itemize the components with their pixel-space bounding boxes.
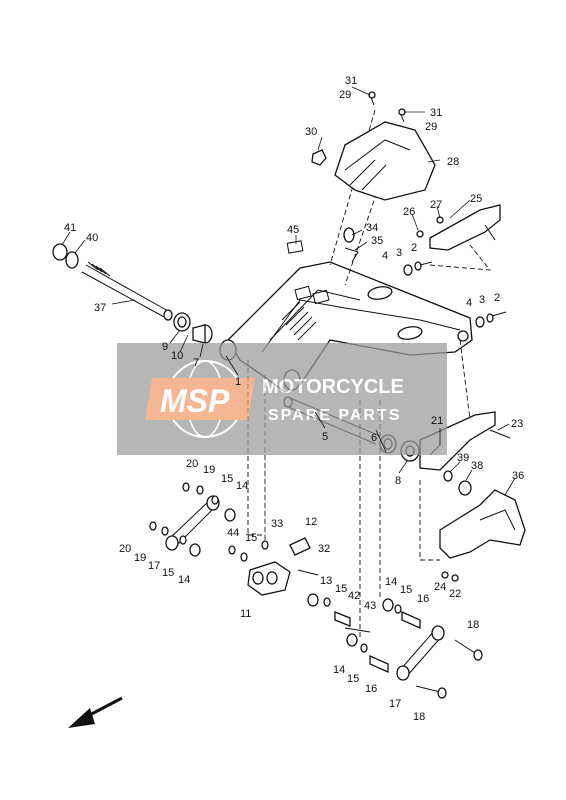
bushings [149,482,402,653]
callout-14-right: 14 [385,576,397,588]
callout-15-lower-left: 15 [162,567,174,579]
callout-22: 22 [449,588,461,600]
pivot-nut [52,243,79,269]
chain-case [439,489,526,559]
callout-2-upper: 2 [411,242,417,254]
callout-6: 6 [371,432,377,444]
callout-3-lower: 3 [479,294,485,306]
callout-18-upper: 18 [467,619,479,631]
watermark-line1: MOTORCYCLE [262,376,404,398]
callout-36: 36 [512,470,524,482]
relay-arm-11 [247,561,291,596]
callout-26: 26 [403,206,415,218]
collar-pipes [334,610,421,674]
callout-12: 12 [305,516,317,528]
watermark: MSP MOTORCYCLE SPARE PARTS [117,343,447,455]
callout-38: 38 [471,460,483,472]
callout-45: 45 [287,224,299,236]
callout-42: 42 [348,590,360,602]
callout-29-b: 29 [425,121,437,133]
callout-11: 11 [240,608,251,620]
callout-15-mid: 15 [245,532,257,544]
callout-13: 13 [320,575,332,587]
bolt-2-3-4-upper [403,261,433,276]
callout-17-lower: 17 [389,698,401,710]
callout-14-bottom: 14 [333,664,345,676]
callout-31-a: 31 [345,75,357,87]
callout-14-lower-left: 14 [178,574,190,586]
callout-5: 5 [322,431,328,443]
callout-15-upper: 15 [221,473,233,485]
callout-4-lower: 4 [466,297,472,309]
callout-3-upper: 3 [396,247,402,259]
bracket-12 [289,537,311,556]
callout-16-upper: 16 [417,593,429,605]
pivot-shaft [81,261,173,321]
callout-30: 30 [305,126,317,138]
callout-39: 39 [457,452,469,464]
callout-4-upper: 4 [382,250,388,262]
callout-32: 32 [318,543,330,555]
leader-lines [61,86,516,496]
watermark-logo-text: MSP [160,383,230,419]
link-rod-upper [165,495,220,551]
callout-8: 8 [395,475,401,487]
bolt-29-b [398,108,406,123]
bolt-23 [489,429,511,439]
callout-17-upper: 17 [148,560,160,572]
callout-15-right: 15 [335,583,347,595]
callout-14-upper: 14 [236,480,248,492]
callout-2-lower: 2 [494,292,500,304]
bolt-26-27 [416,216,444,238]
bolt-29-a [368,91,376,106]
callout-20-upper: 20 [186,458,198,470]
callout-15-bottom: 15 [347,673,359,685]
callout-40: 40 [86,232,98,244]
swingarm-texture [281,301,317,341]
callout-10: 10 [171,350,183,362]
clamp-34 [343,227,359,263]
callout-27: 27 [430,199,442,211]
callout-24: 24 [434,581,446,593]
callout-9: 9 [162,341,168,353]
callout-25: 25 [470,193,482,205]
callout-20-lower: 20 [119,543,131,555]
callout-16-lower: 16 [365,683,377,695]
callout-1: 1 [235,376,241,388]
callout-31-b: 31 [430,107,442,119]
callout-21: 21 [431,415,443,427]
watermark-logo-badge [145,378,255,420]
washer-38-39 [443,470,472,496]
callout-33: 33 [271,518,283,530]
callout-37: 37 [94,302,106,314]
callout-19-upper: 19 [203,464,215,476]
callout-43: 43 [364,600,376,612]
callout-7: 7 [193,357,199,369]
watermark-line2: SPARE PARTS [268,407,401,424]
callout-34: 34 [366,222,378,234]
link-rod-lower [396,625,445,681]
chain-guard [429,204,501,251]
bolt-22-24 [441,571,459,582]
callout-41: 41 [64,222,76,234]
callout-23: 23 [511,418,523,430]
link-bolts [297,569,483,699]
callout-15-far-right: 15 [400,584,412,596]
callout-44: 44 [227,527,239,539]
callout-28: 28 [447,156,459,168]
callout-18-lower: 18 [413,711,425,723]
mudguard [334,121,436,201]
pivot-collar-set [173,312,213,344]
sticker-45 [286,240,304,254]
callout-29-a: 29 [339,89,351,101]
callout-19-lower: 19 [134,552,146,564]
bolt-30 [311,149,327,166]
callout-labels: 31 29 31 29 30 28 25 27 26 45 34 35 2 3 … [64,75,524,723]
front-direction-arrow-icon [68,696,123,728]
bolt-2-3-4-lower [475,311,507,328]
callout-35: 35 [371,235,383,247]
